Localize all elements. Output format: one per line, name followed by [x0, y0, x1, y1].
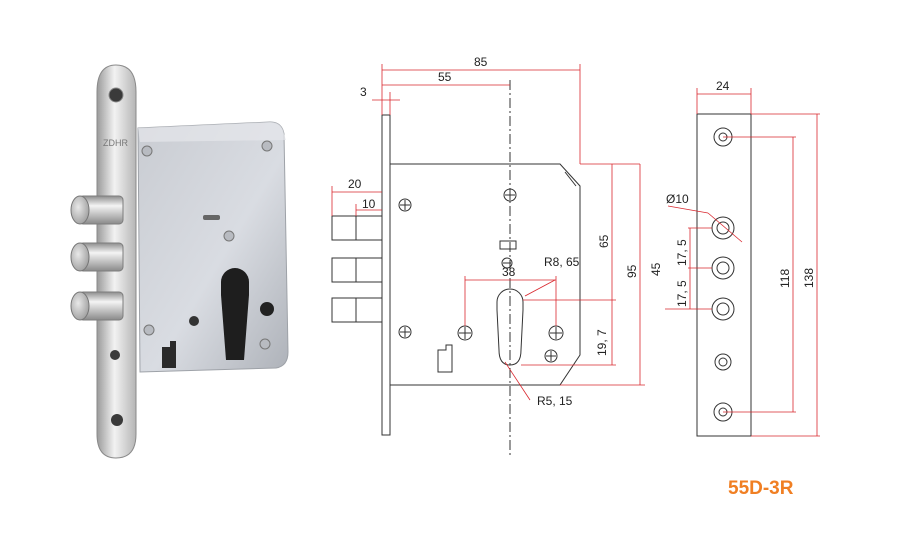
dim-faceplate-thickness: 3 [360, 85, 367, 99]
bolt-2 [70, 242, 124, 272]
dim-bolt-pitch-2: 17, 5 [675, 280, 689, 307]
dim-backset: 55 [438, 70, 452, 84]
front-view-labels: 85 55 3 20 10 38 R8, 65 R5, 15 65 95 45 … [348, 55, 663, 408]
dim-cylinder-offset: 19, 7 [595, 329, 609, 356]
brand-mark: ZDHR [103, 138, 128, 148]
model-number: 55D-3R [728, 478, 794, 499]
dim-height-overall: 95 [625, 264, 639, 278]
dim-cylinder-hole-spacing: 38 [502, 265, 516, 279]
bolt-3 [70, 291, 124, 321]
side-view-drawing [696, 113, 752, 437]
screw-symbol [398, 188, 564, 363]
dim-height-upper: 65 [597, 234, 611, 248]
dim-screw-spacing: 118 [778, 269, 792, 288]
dim-faceplate-height: 138 [802, 268, 816, 288]
dim-cylinder-radius-bottom: R5, 15 [537, 394, 573, 408]
lock-photo: ZDHR [70, 64, 289, 459]
dim-cylinder-radius-top: R8, 65 [544, 255, 580, 269]
bolt-1 [70, 195, 124, 225]
dim-height-lower: 45 [649, 262, 663, 276]
dim-bolt-throw: 20 [348, 177, 362, 191]
dim-overall-depth: 85 [474, 55, 488, 69]
side-view-labels: 24 Ø10 17, 5 17, 5 118 138 [666, 79, 816, 307]
side-view-dimensions [665, 88, 820, 437]
dim-faceplate-width: 24 [716, 79, 730, 93]
front-view-dimensions [331, 64, 645, 401]
dim-bolt-protrusion: 10 [362, 197, 376, 211]
dim-hole-diameter: Ø10 [666, 192, 689, 206]
dim-bolt-pitch-1: 17, 5 [675, 239, 689, 266]
